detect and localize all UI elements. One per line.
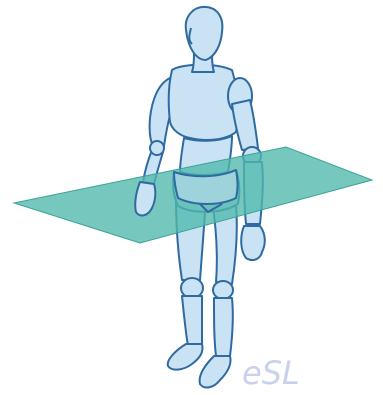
- chest: [169, 65, 238, 140]
- watermark-logo: eSL: [242, 354, 300, 392]
- head: [186, 7, 223, 60]
- back-foot: [200, 356, 231, 387]
- back-leg: [200, 200, 237, 387]
- head-shape: [186, 7, 223, 60]
- front-shin: [182, 296, 202, 346]
- back-shin: [214, 298, 233, 356]
- front-foot: [168, 344, 203, 370]
- left-elbow: [150, 141, 164, 155]
- back-knee: [213, 281, 233, 299]
- right-hand: [241, 226, 265, 260]
- right-upper-arm: [232, 100, 258, 150]
